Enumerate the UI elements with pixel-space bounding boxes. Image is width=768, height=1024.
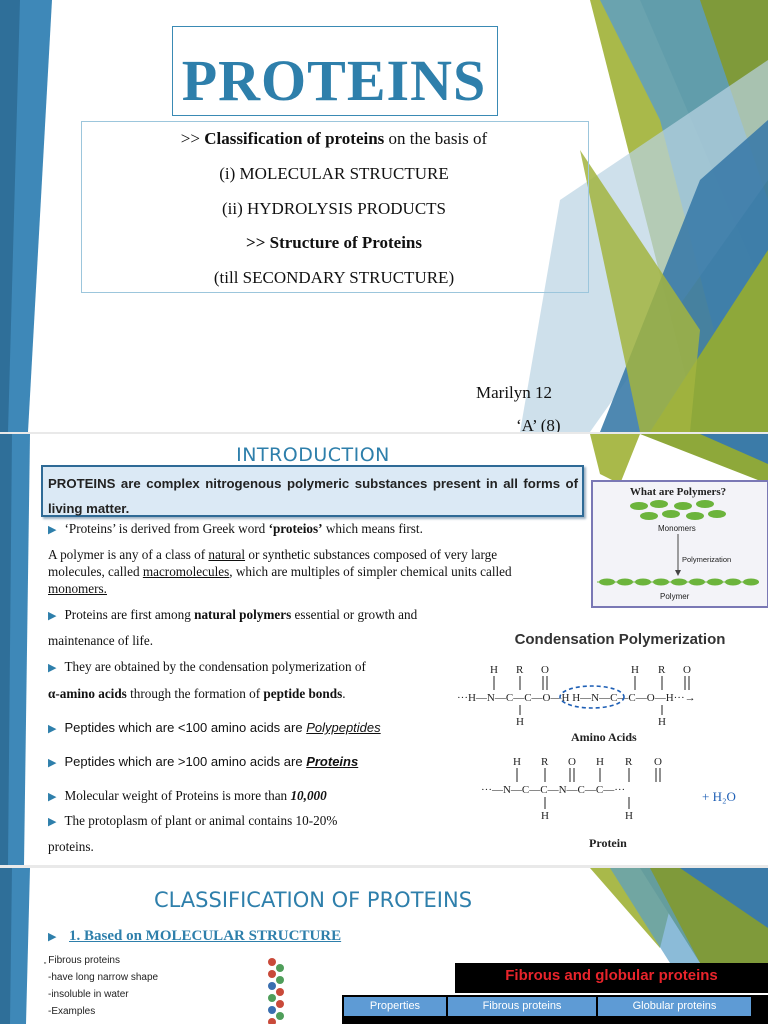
amino-acids-label: Amino Acids [571, 730, 637, 744]
svg-text:H: H [541, 810, 549, 822]
title-frame [172, 26, 498, 116]
slide-title: PROTEINS >> Classification of proteins o… [0, 0, 768, 432]
condensation-diagram: H R O H R O ···H—N—C—C—O—H H—N—C—C—O—H···→ H… [457, 664, 696, 822]
fibrous-globular-banner [455, 963, 768, 993]
bullet-arrow-icon: ▶ [48, 524, 57, 536]
bullet-2-line-2: maintenance of life. [48, 633, 154, 648]
table-header-fibrous: Fibrous proteins [448, 997, 596, 1016]
svg-text:H: H [658, 716, 666, 728]
polymers-diagram [597, 500, 759, 586]
definition-box [41, 465, 584, 517]
subtitle-line-1: >> Classification of proteins on the bas… [180, 129, 488, 148]
fibrous-item-1: „ Fibrous proteins [44, 955, 120, 966]
section-title: INTRODUCTION [236, 444, 390, 466]
section-title: CLASSIFICATION OF PROTEINS [153, 888, 473, 912]
slide-decoration [0, 434, 768, 865]
bullet-2: ▶Proteins are first among natural polyme… [48, 607, 418, 622]
svg-text:R: R [516, 664, 524, 676]
protein-helix-image [268, 958, 284, 1024]
svg-text:R: R [658, 664, 666, 676]
condensation-figure-title: Condensation Polymerization [514, 631, 726, 648]
bullet-arrow-icon: ▶ [48, 791, 57, 803]
slide-classification: CLASSIFICATION OF PROTEINS ▶ 1. Based on… [0, 868, 768, 1024]
bullet-3: ▶They are obtained by the condensation p… [48, 659, 366, 674]
svg-text:O: O [568, 756, 576, 768]
fibrous-item-4: -Examples [48, 1006, 96, 1017]
monomers-label: Monomers [658, 524, 696, 533]
subtitle-line-4: >> Structure of Proteins [246, 233, 422, 252]
fibrous-item-3: -insoluble in water [48, 989, 129, 1000]
polymers-figure [591, 480, 768, 608]
polymers-figure-title: What are Polymers? [629, 486, 727, 498]
bullet-7: ▶The protoplasm of plant or animal conta… [48, 813, 338, 828]
subtitle-line-2: (i) MOLECULAR STRUCTURE [219, 164, 449, 183]
bullet-7-line-2: proteins. [48, 839, 94, 854]
bullet-arrow-icon: ▶ [48, 723, 57, 735]
bullet-arrow-icon: ▶ [48, 610, 57, 622]
svg-text:O: O [683, 664, 691, 676]
table-header-properties: Properties [344, 997, 446, 1016]
bullet-4: ▶Peptides which are <100 amino acids are… [48, 720, 381, 735]
fibrous-item-2: -have long narrow shape [48, 972, 159, 983]
svg-text:H: H [516, 716, 524, 728]
bullet-5: ▶Peptides which are >100 amino acids are… [48, 754, 359, 769]
subtitle-frame [81, 121, 589, 293]
slide-introduction: INTRODUCTION PROTEINS are complex nitrog… [0, 434, 768, 865]
bullet-6: ▶Molecular weight of Proteins is more th… [48, 788, 327, 803]
polymerization-label: Polymerization [682, 555, 732, 564]
bullet-3-line-2: α-amino acids through the formation of p… [48, 686, 346, 701]
bullet-arrow-icon: ▶ [48, 816, 57, 828]
bullet-1: ▶‘Proteins’ is derived from Greek word ‘… [48, 521, 423, 536]
svg-text:R: R [625, 756, 633, 768]
svg-text:H: H [625, 810, 633, 822]
svg-text:H: H [513, 756, 521, 768]
svg-text:H: H [631, 664, 639, 676]
svg-text:O: O [654, 756, 662, 768]
protein-label: Protein [589, 836, 627, 850]
svg-text:···—N—C—C—N—C—C—···: ···—N—C—C—N—C—C—··· [481, 784, 625, 796]
definition-text: PROTEINS are complex nitrogenous polymer… [48, 476, 578, 516]
bullet-arrow-icon: ▶ [48, 757, 57, 769]
table-header-globular: Globular proteins [598, 997, 751, 1016]
svg-text:O: O [541, 664, 549, 676]
svg-text:H: H [596, 756, 604, 768]
polymer-label: Polymer [660, 592, 690, 601]
fibrous-globular-title: Fibrous and globular proteins [505, 967, 718, 984]
author-name: Marilyn 12 [476, 383, 553, 402]
svg-text:···H—N—C—C—O—H H—N—C—C—O—H···→: ···H—N—C—C—O—H H—N—C—C—O—H···→ [457, 692, 696, 704]
author-class: ‘A’ (8) [516, 416, 561, 432]
svg-text:R: R [541, 756, 549, 768]
subtitle-line-5: (till SECONDARY STRUCTURE) [213, 268, 455, 287]
slide-decoration [0, 0, 768, 432]
bullet-arrow-icon: ▶ [48, 662, 57, 674]
page-title: PROTEINS [181, 48, 487, 113]
polymer-paragraph: A polymer is any of a class of natural o… [48, 547, 512, 596]
slide-decoration [0, 868, 768, 1024]
molecular-structure-heading: 1. Based on MOLECULAR STRUCTURE [69, 928, 342, 944]
subtitle-line-3: (ii) HYDROLYSIS PRODUCTS [221, 199, 447, 218]
bullet-arrow-icon: ▶ [48, 931, 57, 943]
water-label: + H₂O [702, 789, 736, 804]
svg-text:H: H [490, 664, 498, 676]
